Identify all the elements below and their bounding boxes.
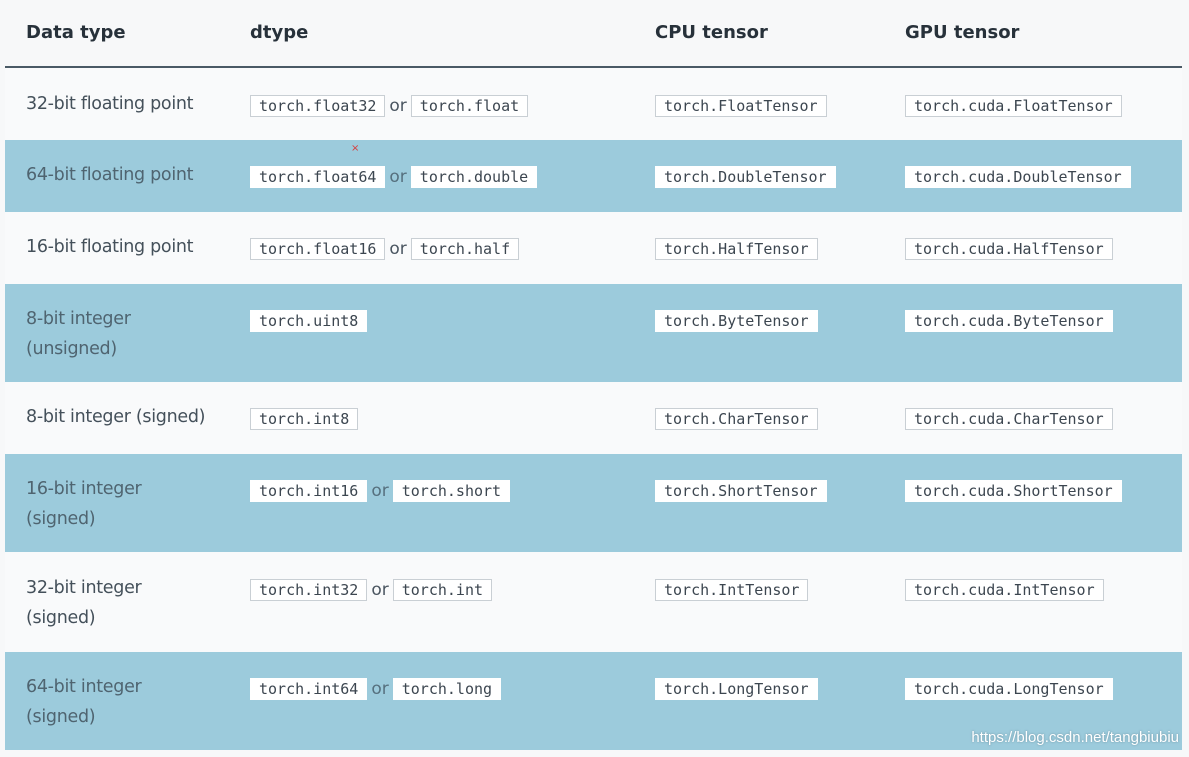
data-type-cell: 8-bit integer (signed) bbox=[26, 407, 206, 427]
dtype-code: torch.uint8 bbox=[250, 309, 368, 332]
cpu-tensor-cell: torch.CharTensor bbox=[655, 407, 818, 430]
dtype-cell: torch.int8 bbox=[250, 407, 359, 430]
gpu-tensor-cell: torch.cuda.CharTensor bbox=[905, 407, 1113, 430]
dtype-code: torch.float32 bbox=[250, 94, 386, 117]
gpu-tensor-cell: torch.cuda.FloatTensor bbox=[905, 94, 1122, 117]
data-type-line: 8-bit integer bbox=[26, 309, 131, 329]
dtype-cell: torch.uint8 bbox=[250, 309, 368, 332]
dtype-alias-code: torch.half bbox=[410, 237, 520, 260]
data-type-line: (unsigned) bbox=[26, 339, 117, 359]
dtype-code: torch.int16 bbox=[250, 479, 368, 502]
cpu-tensor-cell: torch.LongTensor bbox=[655, 677, 818, 700]
data-type-line: (signed) bbox=[26, 509, 96, 529]
cpu-tensor-code: torch.FloatTensor bbox=[655, 94, 827, 117]
cpu-tensor-code: torch.IntTensor bbox=[655, 578, 809, 601]
gpu-tensor-code: torch.cuda.FloatTensor bbox=[905, 94, 1122, 117]
watermark-text: https://blog.csdn.net/tangbiubiu bbox=[971, 729, 1179, 746]
dtype-code: torch.float16 bbox=[250, 237, 386, 260]
or-text: or bbox=[389, 95, 407, 116]
header-dtype: dtype bbox=[250, 22, 309, 43]
header-data-type: Data type bbox=[26, 22, 126, 43]
gpu-tensor-cell: torch.cuda.IntTensor bbox=[905, 578, 1104, 601]
gpu-tensor-code: torch.cuda.DoubleTensor bbox=[905, 165, 1131, 188]
table-header: Data type dtype CPU tensor GPU tensor bbox=[5, 0, 1182, 68]
data-type-cell: 32-bit integer (signed) bbox=[26, 573, 142, 633]
table-row: 8-bit integer (unsigned) torch.uint8 tor… bbox=[5, 284, 1182, 382]
cpu-tensor-code: torch.HalfTensor bbox=[655, 237, 818, 260]
cpu-tensor-code: torch.ShortTensor bbox=[655, 479, 827, 502]
gpu-tensor-code: torch.cuda.CharTensor bbox=[905, 407, 1113, 430]
gpu-tensor-code: torch.cuda.ByteTensor bbox=[905, 309, 1113, 332]
cpu-tensor-code: torch.LongTensor bbox=[655, 677, 818, 700]
cpu-tensor-cell: torch.ByteTensor bbox=[655, 309, 818, 332]
cpu-tensor-cell: torch.DoubleTensor bbox=[655, 165, 836, 188]
or-text: or bbox=[389, 238, 407, 259]
or-text: or bbox=[371, 480, 389, 501]
header-gpu-tensor: GPU tensor bbox=[905, 22, 1020, 43]
gpu-tensor-cell: torch.cuda.ShortTensor bbox=[905, 479, 1122, 502]
data-type-line: (signed) bbox=[26, 608, 96, 628]
gpu-tensor-code: torch.cuda.ShortTensor bbox=[905, 479, 1122, 502]
data-type-cell: 32-bit floating point bbox=[26, 94, 194, 114]
table-row: 8-bit integer (signed) torch.int8 torch.… bbox=[5, 382, 1182, 454]
data-type-cell: 8-bit integer (unsigned) bbox=[26, 304, 131, 364]
dtype-alias-code: torch.float bbox=[410, 94, 529, 117]
data-type-cell: 64-bit integer (signed) bbox=[26, 672, 142, 732]
gpu-tensor-code: torch.cuda.IntTensor bbox=[905, 578, 1104, 601]
cpu-tensor-cell: torch.IntTensor bbox=[655, 578, 809, 601]
dtype-code: torch.int32 bbox=[250, 578, 368, 601]
cpu-tensor-cell: torch.HalfTensor bbox=[655, 237, 818, 260]
data-type-cell: 16-bit floating point bbox=[26, 237, 194, 257]
dtype-code: torch.float64 bbox=[250, 165, 386, 188]
data-type-line: (signed) bbox=[26, 707, 96, 727]
cpu-tensor-code: torch.DoubleTensor bbox=[655, 165, 836, 188]
cpu-tensor-code: torch.ByteTensor bbox=[655, 309, 818, 332]
cpu-tensor-code: torch.CharTensor bbox=[655, 407, 818, 430]
gpu-tensor-code: torch.cuda.LongTensor bbox=[905, 677, 1113, 700]
gpu-tensor-cell: torch.cuda.HalfTensor bbox=[905, 237, 1113, 260]
data-type-line: 16-bit integer bbox=[26, 479, 142, 499]
header-cpu-tensor: CPU tensor bbox=[655, 22, 768, 43]
dtype-code: torch.int64 bbox=[250, 677, 368, 700]
or-text: or bbox=[371, 678, 389, 699]
data-type-line: 64-bit integer bbox=[26, 677, 142, 697]
dtype-alias-code: torch.long bbox=[392, 677, 502, 700]
data-type-line: 32-bit integer bbox=[26, 578, 142, 598]
dtype-code: torch.int8 bbox=[250, 407, 359, 430]
cpu-tensor-cell: torch.FloatTensor bbox=[655, 94, 827, 117]
dtype-alias-code: torch.double bbox=[410, 165, 538, 188]
gpu-tensor-cell: torch.cuda.LongTensor bbox=[905, 677, 1113, 700]
or-text: or bbox=[371, 579, 389, 600]
data-type-cell: 16-bit integer (signed) bbox=[26, 474, 142, 534]
or-text: or bbox=[389, 166, 407, 187]
red-x-marker: × bbox=[351, 143, 360, 154]
gpu-tensor-cell: torch.cuda.ByteTensor bbox=[905, 309, 1113, 332]
gpu-tensor-cell: torch.cuda.DoubleTensor bbox=[905, 165, 1131, 188]
dtype-table: Data type dtype CPU tensor GPU tensor 32… bbox=[5, 0, 1182, 750]
gpu-tensor-code: torch.cuda.HalfTensor bbox=[905, 237, 1113, 260]
dtype-alias-code: torch.int bbox=[392, 578, 493, 601]
dtype-alias-code: torch.short bbox=[392, 479, 511, 502]
cpu-tensor-cell: torch.ShortTensor bbox=[655, 479, 827, 502]
data-type-cell: 64-bit floating point bbox=[26, 165, 194, 185]
